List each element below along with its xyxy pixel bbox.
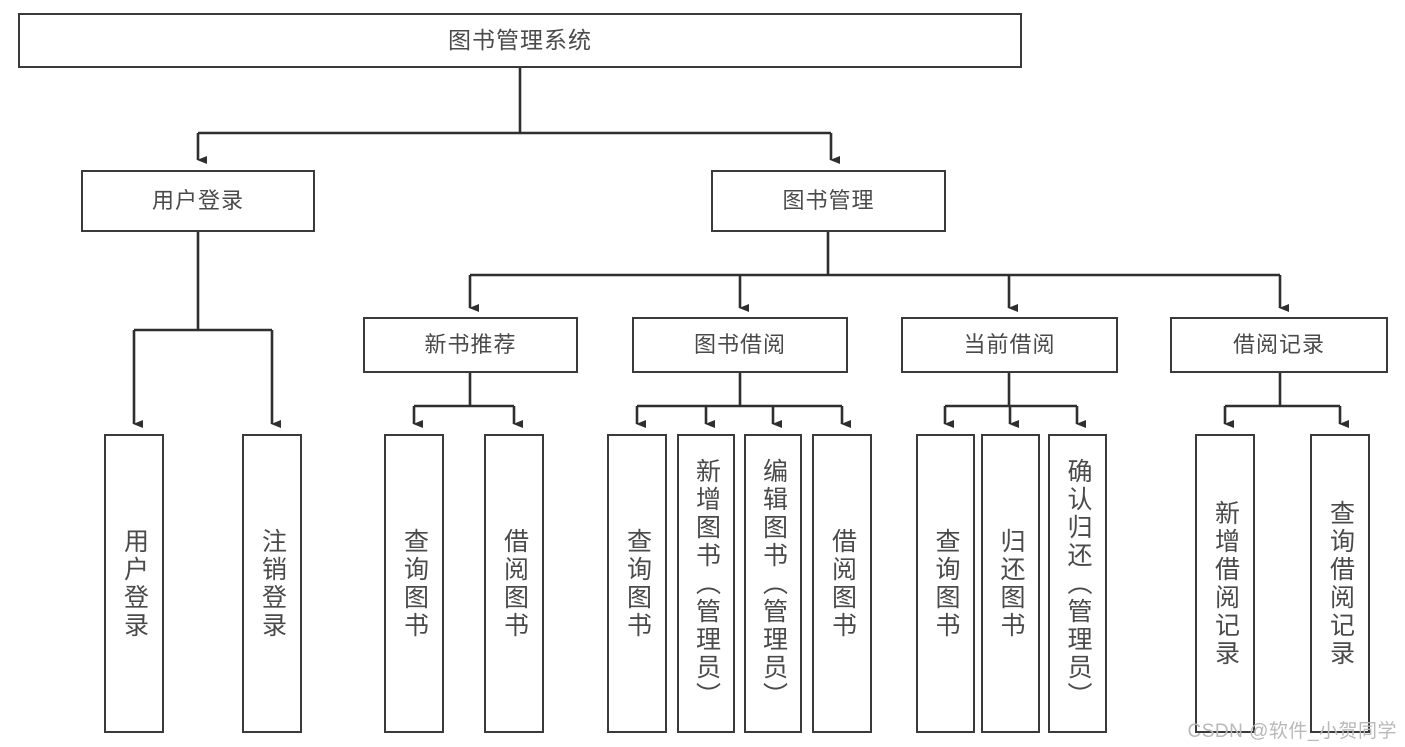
- node-root[interactable]: 图书管理系统: [18, 13, 1022, 68]
- leaf-user-logout-label: 注销登录: [258, 527, 287, 640]
- node-root-label: 图书管理系统: [448, 27, 592, 54]
- leaf-user-login-label: 用户登录: [120, 527, 149, 640]
- leaf-user-login[interactable]: 用户登录: [104, 434, 164, 733]
- node-current-borrow[interactable]: 当前借阅: [901, 317, 1118, 373]
- leaf-confirm-return[interactable]: 确认归还（管理员）: [1048, 434, 1107, 733]
- leaf-user-logout[interactable]: 注销登录: [242, 434, 302, 733]
- node-book-borrow[interactable]: 图书借阅: [632, 317, 848, 373]
- leaf-add-record-label: 新增借阅记录: [1211, 499, 1240, 668]
- node-book-borrow-label: 图书借阅: [693, 332, 786, 358]
- leaf-add-book[interactable]: 新增图书（管理员）: [677, 434, 735, 733]
- leaf-edit-book-label: 编辑图书（管理员）: [759, 457, 788, 710]
- leaf-borrow-book-1-label: 借阅图书: [500, 527, 529, 640]
- leaf-add-book-label: 新增图书（管理员）: [692, 457, 721, 710]
- csdn-watermark: CSDN @软件_小贺同学: [1187, 721, 1397, 742]
- leaf-query-book-3-label: 查询图书: [932, 527, 960, 640]
- leaf-query-book-2[interactable]: 查询图书: [607, 434, 667, 733]
- leaf-add-record[interactable]: 新增借阅记录: [1195, 434, 1255, 733]
- node-borrow-record[interactable]: 借阅记录: [1170, 317, 1388, 373]
- leaf-query-book-1-label: 查询图书: [400, 527, 429, 640]
- leaf-return-book-label: 归还图书: [997, 527, 1025, 640]
- leaf-confirm-return-label: 确认归还（管理员）: [1064, 457, 1092, 710]
- leaf-borrow-book-2-label: 借阅图书: [828, 527, 857, 640]
- node-user-login-label: 用户登录: [151, 188, 244, 214]
- node-book-manage-label: 图书管理: [782, 188, 875, 214]
- leaf-edit-book[interactable]: 编辑图书（管理员）: [744, 434, 802, 733]
- leaf-borrow-book-2[interactable]: 借阅图书: [812, 434, 872, 733]
- node-new-book-rec-label: 新书推荐: [424, 332, 517, 358]
- leaf-query-book-1[interactable]: 查询图书: [384, 434, 444, 733]
- leaf-borrow-book-1[interactable]: 借阅图书: [484, 434, 544, 733]
- node-user-login[interactable]: 用户登录: [81, 170, 315, 232]
- leaf-query-book-2-label: 查询图书: [623, 527, 652, 640]
- node-book-manage[interactable]: 图书管理: [711, 170, 946, 232]
- node-borrow-record-label: 借阅记录: [1232, 332, 1325, 358]
- leaf-query-book-3[interactable]: 查询图书: [916, 434, 975, 733]
- node-new-book-rec[interactable]: 新书推荐: [363, 317, 578, 373]
- leaf-return-book[interactable]: 归还图书: [981, 434, 1040, 733]
- leaf-query-record-label: 查询借阅记录: [1326, 499, 1355, 668]
- node-current-borrow-label: 当前借阅: [963, 332, 1056, 358]
- leaf-query-record[interactable]: 查询借阅记录: [1310, 434, 1370, 733]
